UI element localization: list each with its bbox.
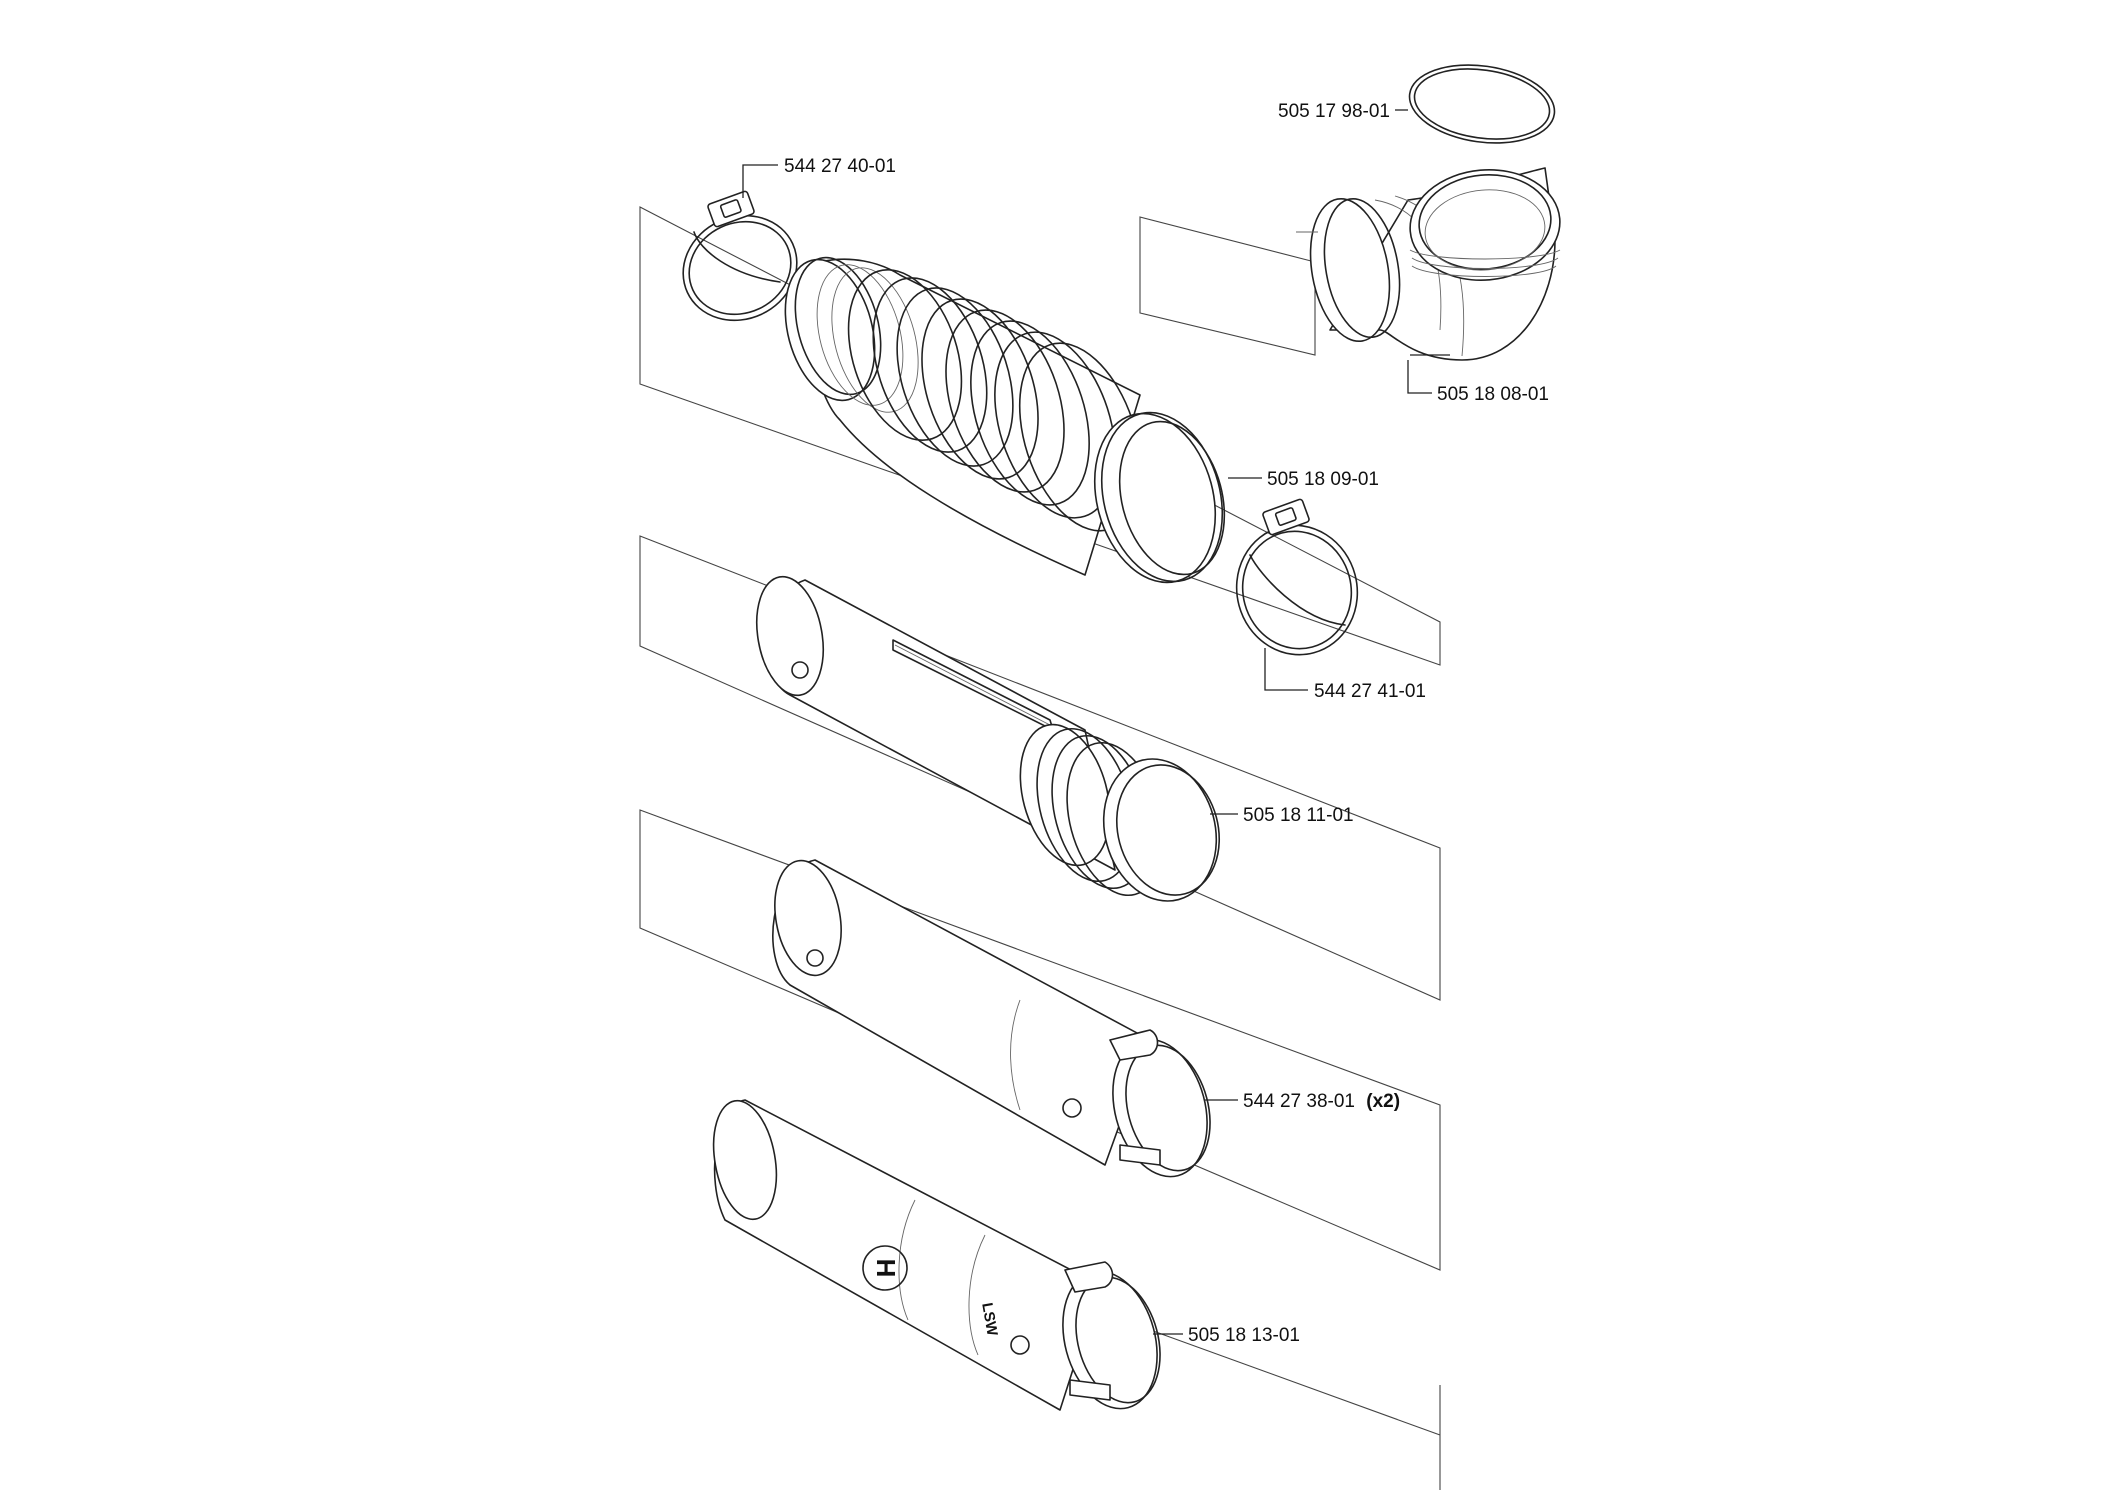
seal-ring-part	[1408, 64, 1556, 144]
guide-panel-upper-pipe	[639, 535, 1441, 1001]
guide-panel-elbow	[1139, 216, 1316, 356]
assembly-guide-panels	[639, 206, 1441, 1490]
callout-nozzle: 505 18 13-01	[1188, 1325, 1300, 1346]
pipe-upper-part	[756, 575, 1221, 902]
brand-logo-mark: H	[871, 1259, 901, 1278]
model-mark: LSW	[978, 1301, 1001, 1338]
callout-pipe-middle: 544 27 38-01 (x2)	[1243, 1091, 1400, 1112]
brand-logo-icon: H	[862, 1245, 908, 1291]
bellows-corrugations	[847, 268, 1142, 532]
callout-hose-clamp-upper: 544 27 40-01	[784, 156, 896, 177]
bellows-hose-part	[784, 256, 1226, 584]
callout-elbow: 505 18 08-01	[1437, 384, 1549, 405]
hose-clamp-lower-part	[1235, 498, 1359, 656]
pipe-middle-part	[772, 859, 1211, 1178]
callout-labels: 505 17 98-01 544 27 40-01 505 18 08-01 5…	[784, 101, 1549, 1346]
nozzle-part: H LSW	[712, 1099, 1161, 1411]
callout-pipe-middle-quantity: (x2)	[1366, 1091, 1400, 1112]
callout-pipe-upper: 505 18 11-01	[1243, 805, 1354, 826]
pipe-upper-collar	[1019, 723, 1221, 902]
callout-hose-clamp-lower: 544 27 41-01	[1314, 681, 1426, 702]
hose-clamp-upper-part	[682, 190, 798, 322]
callout-leader-lines	[742, 109, 1450, 1335]
callout-seal-ring: 505 17 98-01	[1278, 101, 1390, 122]
callout-pipe-middle-number: 544 27 38-01	[1243, 1091, 1355, 1112]
callout-bellows-hose: 505 18 09-01	[1267, 469, 1379, 490]
guide-panel-middle-pipe	[639, 809, 1441, 1271]
elbow-part	[1296, 167, 1561, 361]
